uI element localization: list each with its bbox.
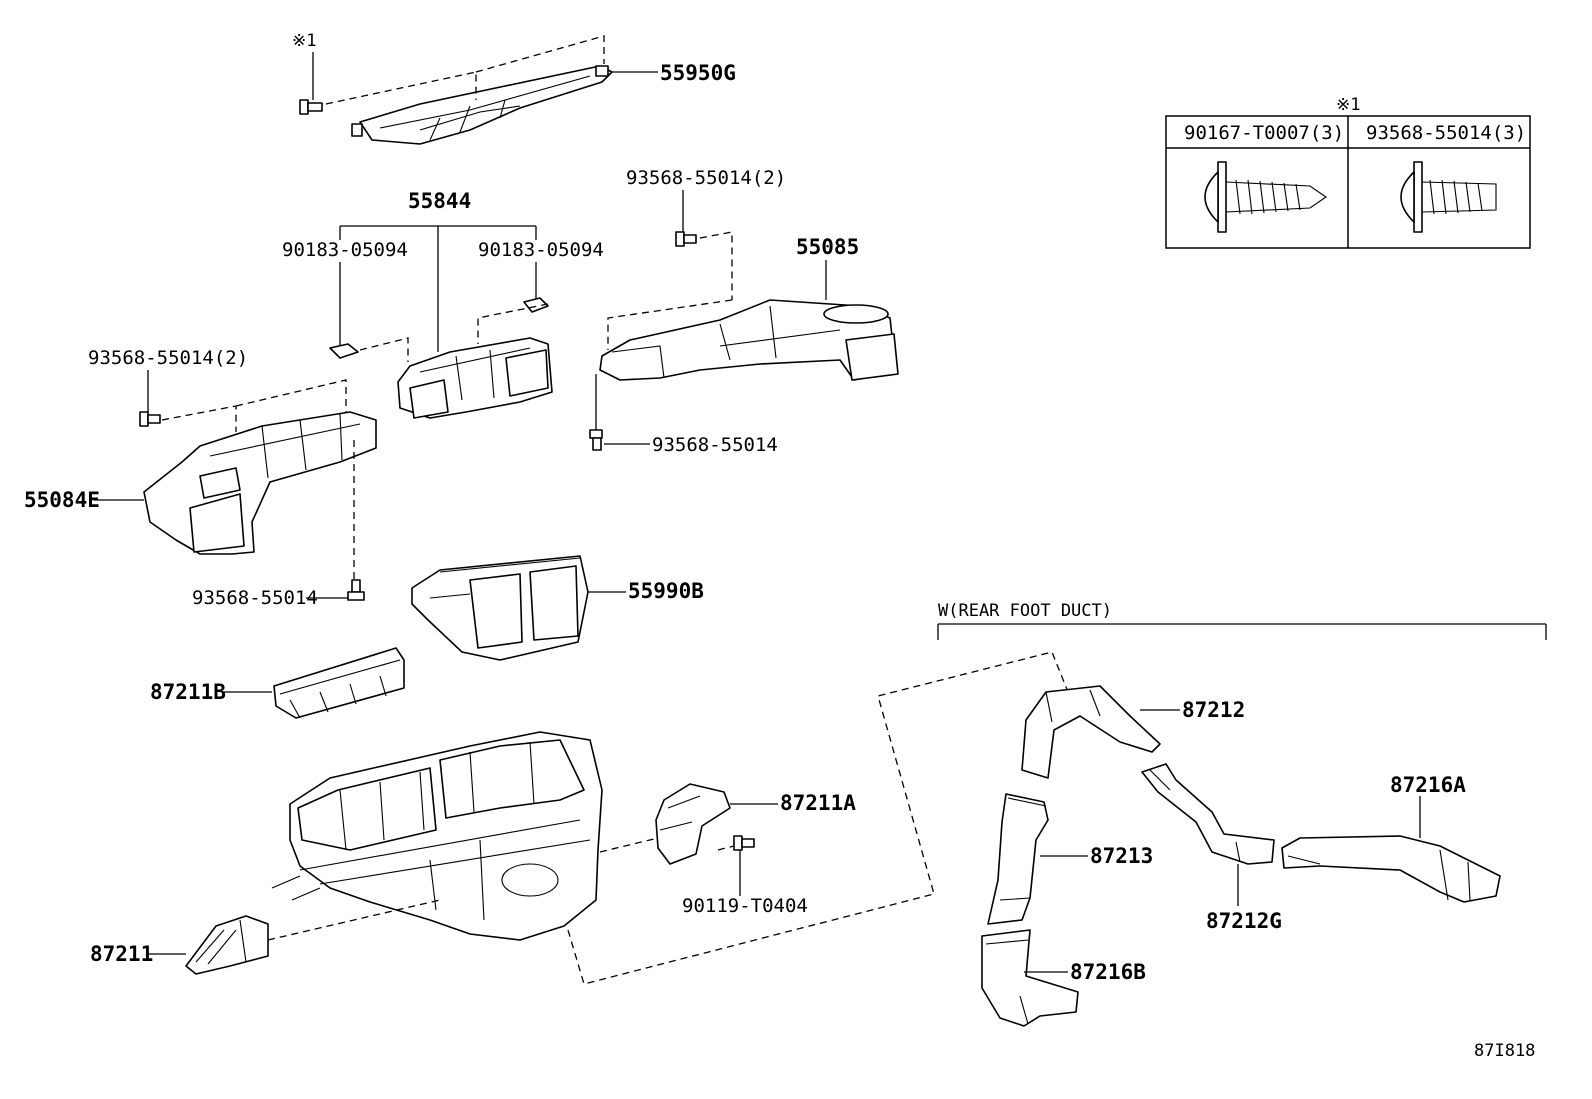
label-90183-left: 90183-05094 xyxy=(282,239,408,261)
part-87212G-drawing xyxy=(1141,763,1275,865)
diagram-id: 87I818 xyxy=(1474,1041,1535,1061)
label-93568-mid: 93568-55014 xyxy=(652,434,778,456)
hvac-unit-drawing xyxy=(271,731,603,941)
label-87216B: 87216B xyxy=(1070,960,1146,984)
label-55950G: 55950G xyxy=(660,61,736,85)
label-90183-right: 90183-05094 xyxy=(478,239,604,261)
fastener-table: ※1 90167-T0007(3) 93568-55014(3) xyxy=(1165,95,1531,249)
label-90119: 90119-T0404 xyxy=(682,895,808,917)
screw-93568-low-drawing xyxy=(347,579,365,601)
clip-90183-right-drawing xyxy=(523,297,549,313)
label-93568-left: 93568-55014(2) xyxy=(88,347,248,369)
screw-90167-drawing xyxy=(1204,161,1327,233)
label-87213: 87213 xyxy=(1090,844,1153,868)
label-87212G: 87212G xyxy=(1206,909,1282,933)
part-55844-drawing xyxy=(397,337,553,419)
table-col-1: 90167-T0007(3) xyxy=(1184,122,1344,144)
part-55990B-drawing xyxy=(411,555,589,661)
table-col-2: 93568-55014(3) xyxy=(1366,122,1526,144)
label-55990B: 55990B xyxy=(628,579,704,603)
screw-93568-top-drawing xyxy=(675,231,697,247)
screw-90119-drawing xyxy=(733,835,755,851)
label-55085: 55085 xyxy=(796,235,859,259)
label-87211A: 87211A xyxy=(780,791,856,815)
note-mark: ※1 xyxy=(292,31,316,51)
part-87216B-drawing xyxy=(981,929,1079,1027)
clip-90183-left-drawing xyxy=(329,343,359,359)
label-87216A: 87216A xyxy=(1390,773,1466,797)
part-55950G-drawing xyxy=(351,65,613,145)
table-mark: ※1 xyxy=(1336,95,1360,115)
screw-93568-left-drawing xyxy=(139,411,161,427)
part-55084E-drawing xyxy=(143,411,377,555)
part-87211A-drawing xyxy=(655,783,731,865)
part-87213-drawing xyxy=(987,793,1049,925)
part-87216A-drawing xyxy=(1281,835,1501,903)
screw-note1-drawing xyxy=(299,99,323,115)
label-87211B: 87211B xyxy=(150,680,226,704)
screw-93568-mid-drawing xyxy=(589,429,603,451)
part-55085-drawing xyxy=(599,299,899,381)
label-55844: 55844 xyxy=(408,189,471,213)
label-87212: 87212 xyxy=(1182,698,1245,722)
label-55084E: 55084E xyxy=(24,488,100,512)
group-label-rear-foot-duct: W(REAR FOOT DUCT) xyxy=(938,601,1112,621)
part-87212-drawing xyxy=(1021,685,1161,779)
label-93568-low: 93568-55014 xyxy=(192,587,318,609)
part-87211-drawing xyxy=(185,915,269,975)
part-87211B-drawing xyxy=(273,647,405,719)
label-93568-top: 93568-55014(2) xyxy=(626,167,786,189)
screw-93568-table-drawing xyxy=(1400,161,1497,233)
label-87211: 87211 xyxy=(90,942,153,966)
